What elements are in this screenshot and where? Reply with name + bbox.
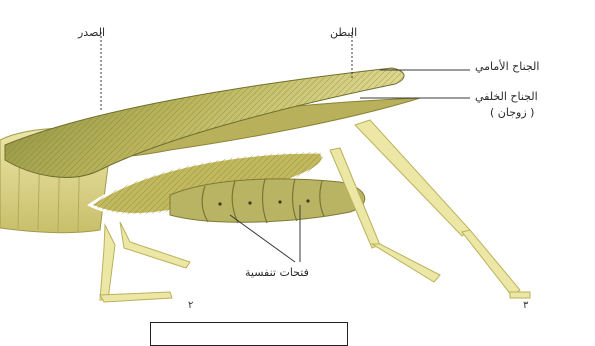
label-thorax: الصدر (78, 26, 105, 39)
caption-box (150, 322, 348, 346)
grasshopper-diagram: الصدر البطن الجناح الأمامي الجناح الخلفي… (0, 0, 595, 333)
leg-number-middle: ٢ (188, 300, 193, 311)
leg-number-hind: ٣ (523, 300, 528, 311)
middle-leg (100, 222, 190, 302)
label-spiracles: فتحات تنفسية (245, 266, 309, 279)
label-hindwing: الجناح الخلفي (475, 90, 538, 103)
hind-leg (330, 120, 530, 298)
diagram-canvas (0, 0, 595, 333)
label-abdomen: البطن (330, 26, 357, 39)
label-pair: ( زوجان ) (490, 106, 534, 119)
label-forewing: الجناح الأمامي (475, 60, 539, 73)
